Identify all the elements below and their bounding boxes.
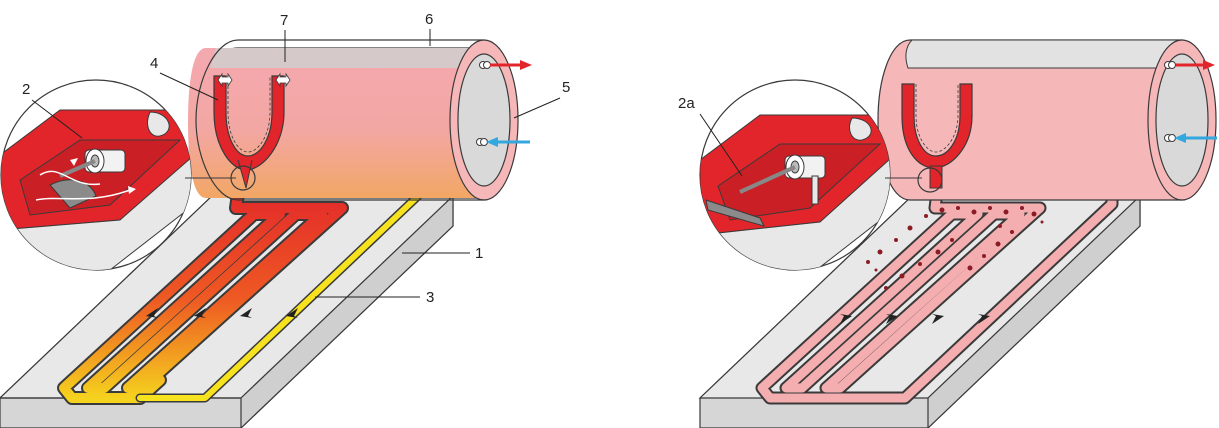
right-system: 2a: [678, 39, 1217, 428]
storage-tank-right: [877, 39, 1217, 201]
absorber-pipe-right: [755, 163, 1119, 405]
callout-labels-left: 2 4 7 6 5 1 3: [22, 11, 570, 306]
left-system: 2 4 7 6 5 1 3: [0, 11, 570, 428]
outlet-arrow-right-icon: [479, 60, 532, 70]
label-5: 5: [562, 79, 570, 96]
label-1: 1: [475, 245, 483, 262]
label-6: 6: [425, 11, 433, 28]
inlet-arrow-left-icon: [1164, 133, 1217, 143]
magnifier-left: [0, 79, 256, 271]
storage-tank-left: [188, 39, 532, 201]
callout-labels-right: 2a: [678, 95, 743, 177]
label-2a: 2a: [678, 95, 695, 112]
label-4: 4: [150, 55, 158, 72]
vent-arrows-icon: [217, 72, 291, 88]
label-3: 3: [426, 289, 434, 306]
outlet-arrow-right-icon: [1164, 60, 1215, 70]
label-7: 7: [280, 12, 288, 29]
label-2: 2: [22, 81, 30, 98]
inlet-arrow-left-icon: [476, 137, 530, 147]
magnifier-right: [699, 79, 943, 271]
